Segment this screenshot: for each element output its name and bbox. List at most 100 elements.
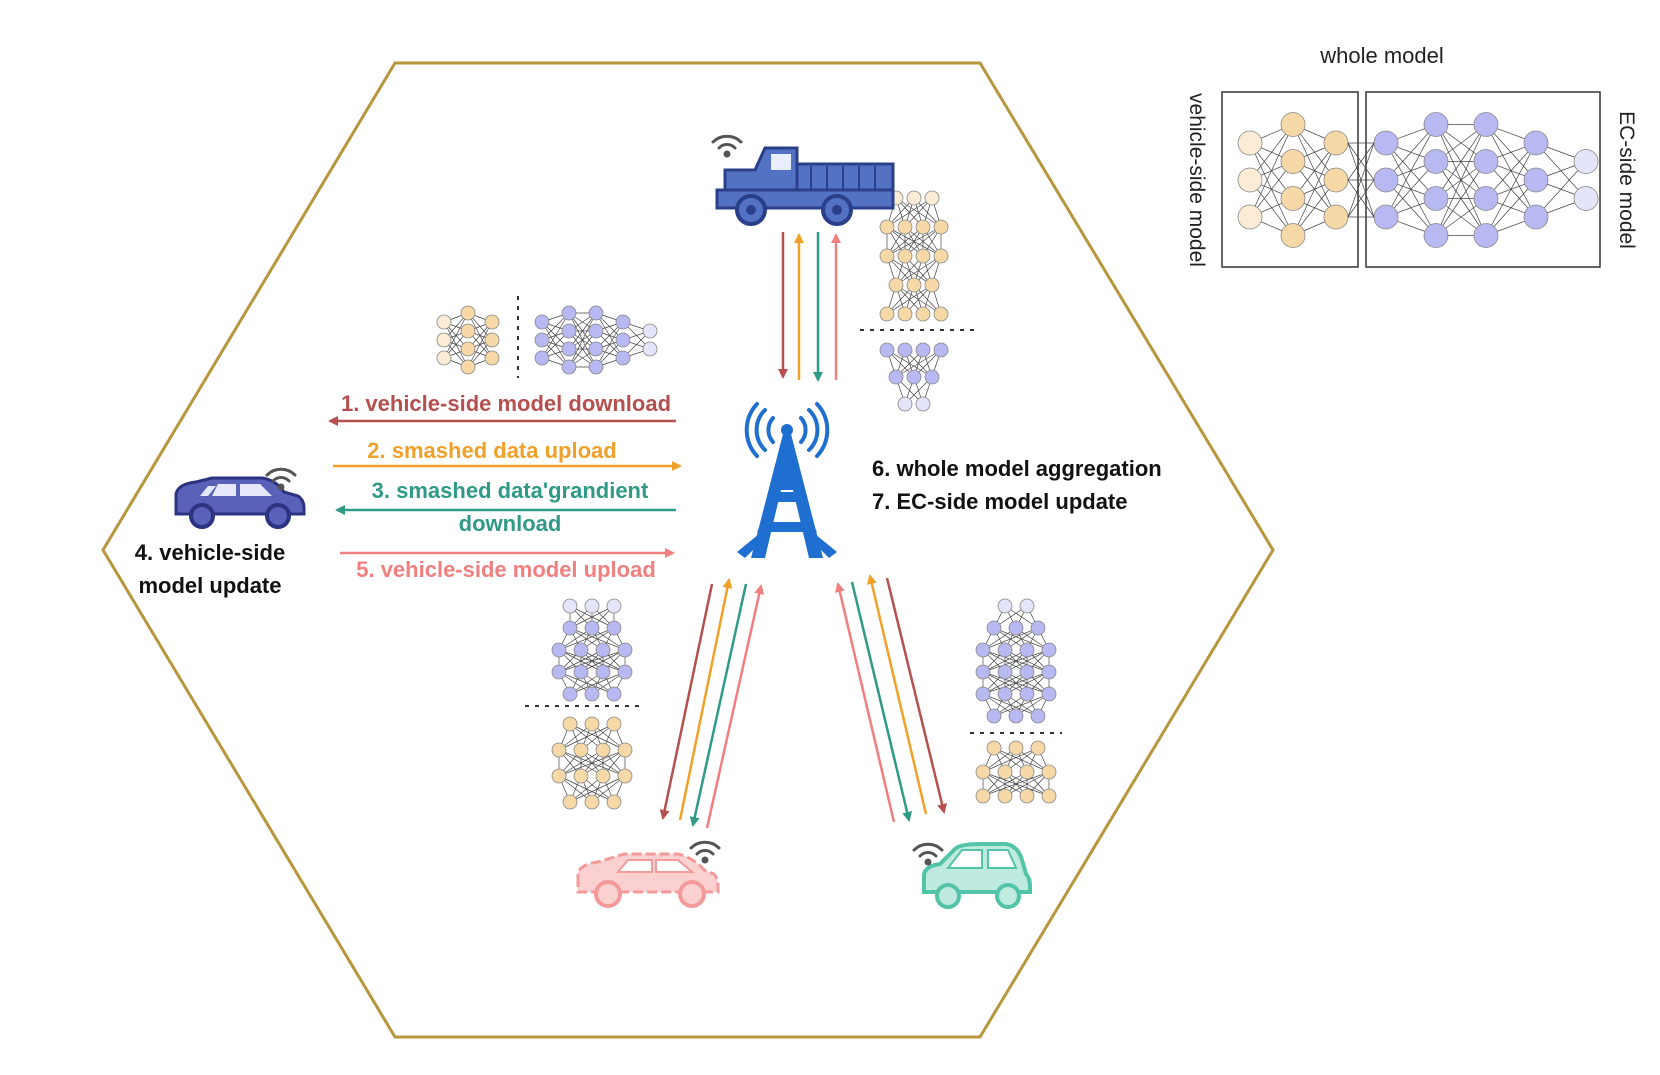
neuron-node xyxy=(584,686,600,702)
neuron-node xyxy=(906,369,922,385)
neuron-node xyxy=(879,219,895,235)
neuron-node xyxy=(436,332,452,348)
neuron-node xyxy=(562,686,578,702)
neuron-node xyxy=(975,788,991,804)
neuron-node xyxy=(562,620,578,636)
neuron-node xyxy=(584,794,600,810)
neuron-node xyxy=(924,277,940,293)
neuron-node xyxy=(1473,149,1499,174)
neuron-node xyxy=(924,369,940,385)
cell-tower-icon xyxy=(737,402,837,558)
arrow-step1 xyxy=(659,583,714,820)
neuron-node xyxy=(975,764,991,780)
neuron-node xyxy=(1473,186,1499,211)
neuron-node xyxy=(997,686,1013,702)
step6-label: 6. whole model aggregation xyxy=(872,456,1162,481)
neuron-node xyxy=(897,248,913,264)
neuron-node xyxy=(1030,740,1046,756)
neuron-node xyxy=(879,342,895,358)
neuron-node xyxy=(888,369,904,385)
pink-tower-arrows xyxy=(659,578,765,829)
teal-tower-arrows xyxy=(834,574,947,823)
neuron-node xyxy=(1019,686,1035,702)
neuron-node xyxy=(1280,149,1306,174)
neuron-node xyxy=(997,664,1013,680)
arrow-step1 xyxy=(885,577,947,814)
neuron-node xyxy=(606,716,622,732)
neuron-node xyxy=(617,768,633,784)
neuron-node xyxy=(484,350,500,366)
neuron-node xyxy=(915,219,931,235)
neuron-node xyxy=(561,305,577,321)
neuron-node xyxy=(615,314,631,330)
neuron-node xyxy=(1237,204,1263,230)
neuron-node xyxy=(1423,223,1449,248)
neuron-node xyxy=(933,219,949,235)
neuron-node xyxy=(484,314,500,330)
arrow-step3 xyxy=(850,581,912,822)
arrow-step2 xyxy=(678,578,733,821)
sedan-icon xyxy=(576,852,720,908)
truck-icon xyxy=(715,146,895,226)
neuron-node xyxy=(584,620,600,636)
neuron-node xyxy=(879,306,895,322)
neuron-node xyxy=(573,664,589,680)
network-near-pink-car xyxy=(525,598,645,810)
neuron-node xyxy=(1573,149,1599,174)
neuron-node xyxy=(897,306,913,322)
neuron-node xyxy=(1019,664,1035,680)
neuron-node xyxy=(1473,112,1499,137)
neuron-node xyxy=(1030,620,1046,636)
network-near-teal-car xyxy=(970,598,1062,804)
neuron-node xyxy=(915,396,931,412)
neuron-node xyxy=(562,716,578,732)
neuron-node xyxy=(484,332,500,348)
neuron-node xyxy=(897,396,913,412)
neuron-node xyxy=(897,219,913,235)
wifi-icon xyxy=(265,467,297,491)
neuron-node xyxy=(1523,130,1549,156)
neuron-node xyxy=(1323,130,1349,156)
neuron-node xyxy=(436,350,452,366)
neuron-node xyxy=(1373,204,1399,230)
neuron-node xyxy=(642,341,658,357)
network-near-steps xyxy=(436,296,658,378)
neuron-node xyxy=(595,664,611,680)
neuron-node xyxy=(1473,223,1499,248)
neuron-node xyxy=(986,740,1002,756)
neuron-node xyxy=(975,686,991,702)
neuron-node xyxy=(975,664,991,680)
neuron-node xyxy=(1041,642,1057,658)
step1-label: 1. vehicle-side model download xyxy=(341,391,671,416)
neuron-node xyxy=(1280,186,1306,211)
neuron-node xyxy=(933,342,949,358)
neuron-node xyxy=(561,359,577,375)
neuron-node xyxy=(606,620,622,636)
neuron-node xyxy=(573,768,589,784)
neuron-node xyxy=(615,332,631,348)
step3-label-line1: 3. smashed data'grandient xyxy=(372,478,649,503)
neuron-node xyxy=(1041,664,1057,680)
neuron-node xyxy=(588,341,604,357)
wifi-icon xyxy=(689,840,721,864)
suv-tower-arrows xyxy=(328,416,682,558)
whole-model-legend: whole model vehicle-side model EC-side m… xyxy=(1185,43,1638,268)
neuron-node xyxy=(924,190,940,206)
neuron-node xyxy=(588,359,604,375)
neuron-node xyxy=(1019,642,1035,658)
neuron-node xyxy=(573,642,589,658)
neuron-node xyxy=(534,350,550,366)
neuron-node xyxy=(1237,167,1263,193)
neuron-node xyxy=(915,342,931,358)
neuron-node xyxy=(1523,167,1549,193)
neuron-node xyxy=(534,314,550,330)
neuron-node xyxy=(1041,788,1057,804)
neuron-node xyxy=(588,305,604,321)
neuron-node xyxy=(997,788,1013,804)
neuron-node xyxy=(584,716,600,732)
legend-left-label: vehicle-side model xyxy=(1185,93,1208,267)
neuron-node xyxy=(1323,167,1349,193)
neuron-node xyxy=(915,306,931,322)
step4-label-line1: 4. vehicle-side xyxy=(135,540,285,565)
